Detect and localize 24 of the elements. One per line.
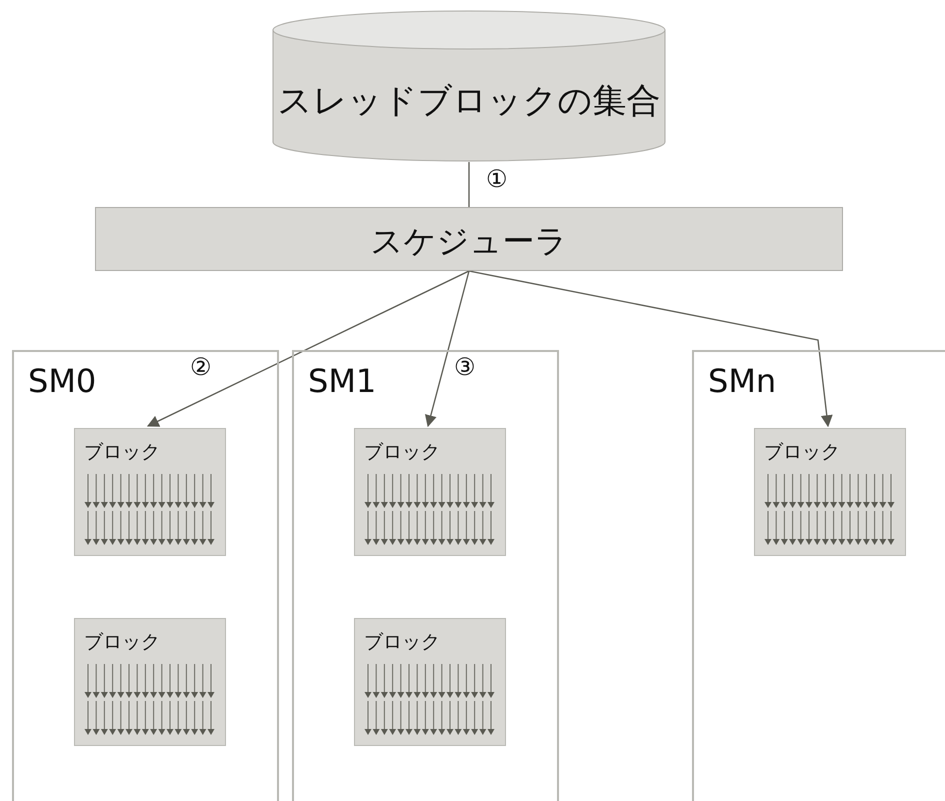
block-box <box>754 428 906 556</box>
process-box <box>95 207 843 271</box>
container-panel <box>692 350 945 801</box>
node-label: ブロック <box>764 440 840 465</box>
node-label: ブロック <box>364 630 440 655</box>
block-box <box>354 618 506 746</box>
container-panel <box>12 350 279 801</box>
cylinder-shape <box>272 10 666 162</box>
node-label: ブロック <box>84 440 160 465</box>
panel-title: SMn <box>708 362 776 400</box>
container-panel <box>292 350 559 801</box>
connector-line <box>468 162 470 207</box>
node-label: ブロック <box>84 630 160 655</box>
block-box <box>74 428 226 556</box>
block-box <box>74 618 226 746</box>
arrow <box>146 270 470 427</box>
arrow <box>468 270 833 428</box>
node-label: スケジューラ <box>370 221 568 262</box>
node-label: スレッドブロックの集合 <box>276 80 662 123</box>
node-label: ブロック <box>364 440 440 465</box>
arrow <box>424 270 470 428</box>
panel-title: SM0 <box>28 362 96 400</box>
block-box <box>354 428 506 556</box>
panel-title: SM1 <box>308 362 376 400</box>
